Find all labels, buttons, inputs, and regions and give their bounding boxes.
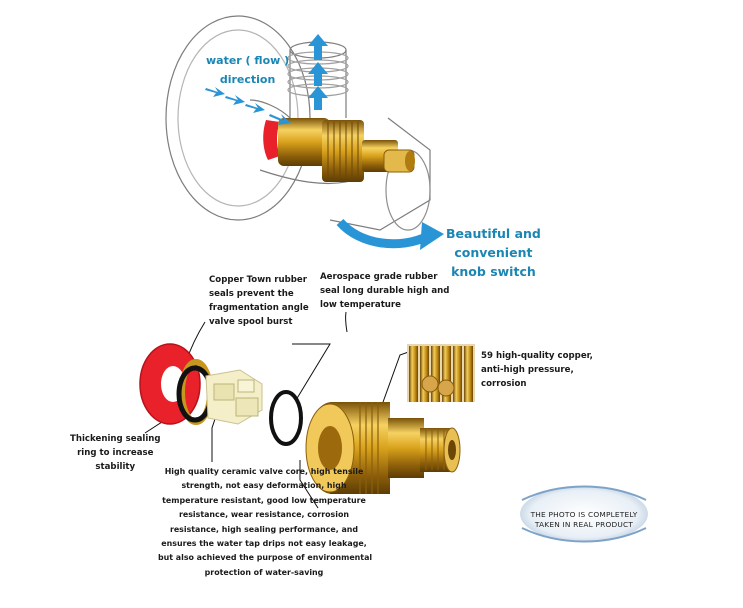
aerospace-seal-label: Aerospace grade rubber seal long durable… bbox=[320, 272, 450, 310]
water-flow-label: water ( flow ) direction bbox=[206, 54, 290, 86]
ceramic-core-description: High quality ceramic valve core, high te… bbox=[158, 467, 373, 577]
bottom-brass-cartridge bbox=[305, 402, 461, 494]
top-brass-cartridge bbox=[278, 118, 415, 182]
copper-59-label: 59 high-quality copper, anti-high pressu… bbox=[481, 351, 593, 389]
knob-switch-label: Beautiful and convenient knob switch bbox=[446, 226, 541, 279]
water-flow-arrows bbox=[205, 34, 328, 125]
red-seal-ring bbox=[139, 343, 201, 425]
real-photo-badge-text: THE PHOTO IS COMPLETELY TAKEN IN REAL PR… bbox=[530, 510, 638, 529]
real-photo-badge bbox=[520, 485, 648, 543]
ceramic-valve-core bbox=[205, 369, 263, 425]
copper-seals-label: Copper Town rubber seals prevent the fra… bbox=[209, 275, 309, 327]
copper-rods-image bbox=[407, 344, 475, 402]
thickening-ring-label: Thickening sealing ring to increase stab… bbox=[70, 434, 161, 472]
